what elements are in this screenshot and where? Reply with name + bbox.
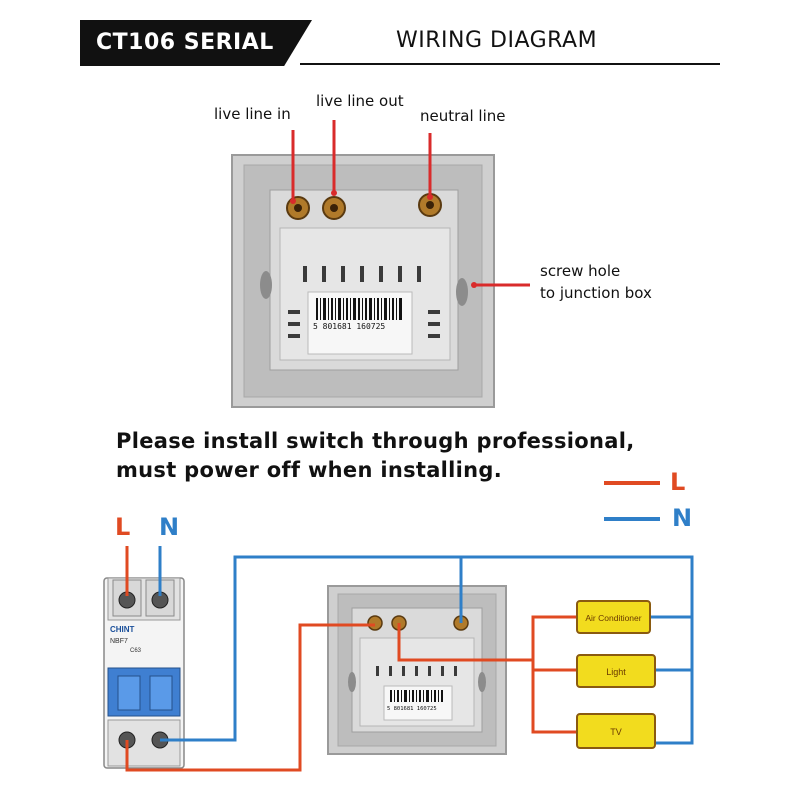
device-light: Light [576,654,656,688]
device-label-air-conditioner: Air Conditioner [585,613,641,623]
series-title: CT106 SERIAL [96,30,274,55]
notice-line-1: Please install switch through profession… [116,429,635,453]
device-tv: TV [576,713,656,749]
legend-neutral-label: N [672,504,693,532]
breaker-model: NBF7 [110,638,128,645]
header-banner [80,20,312,66]
device-air-conditioner: Air Conditioner [576,600,651,634]
label-screw-hole: screw hole [540,262,621,280]
barcode-number-top: 5 801681 160725 [313,322,385,331]
neutral-wiring [158,546,694,745]
terminal-live-out [322,196,346,220]
page-title: WIRING DIAGRAM [396,28,598,53]
label-live-line-in: live line in [214,105,291,123]
breaker-rating: C63 [130,648,142,654]
barcode-number-bottom: 5 801681 160725 [387,706,437,712]
breaker-live-label: L [115,513,131,541]
breaker-brand: CHINT [110,625,135,634]
device-label-light: Light [606,667,626,677]
circuit-breaker: CHINT NBF7 C63 [103,577,185,769]
breaker-neutral-label: N [159,513,180,541]
switch-back-view: 5 801681 160725 [231,120,530,408]
installation-notice: Please install switch through profession… [116,427,635,485]
legend-live-label: L [670,468,686,496]
label-junction-box: to junction box [540,284,652,302]
label-live-line-out: live line out [316,92,404,110]
switch-bottom-view: 5 801681 160725 [327,585,507,755]
device-label-tv: TV [610,727,622,737]
label-neutral-line: neutral line [420,107,506,125]
header-divider [300,63,720,65]
screw-right [456,278,468,306]
live-wiring [125,546,577,772]
notice-line-2: must power off when installing. [116,458,503,482]
screw-left [260,271,272,299]
